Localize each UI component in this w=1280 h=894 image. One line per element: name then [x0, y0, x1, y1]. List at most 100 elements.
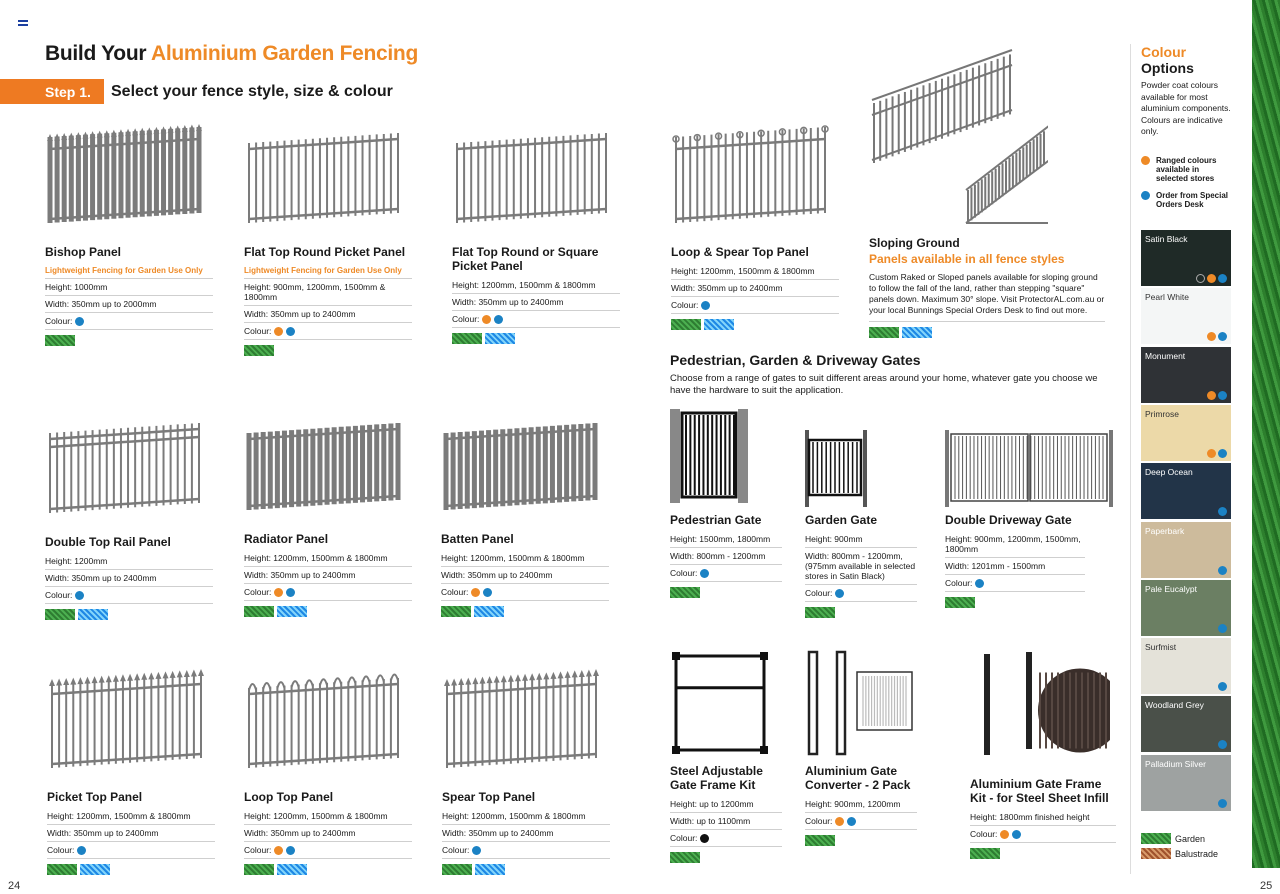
garden-swatch	[441, 606, 471, 618]
orange-dot-icon	[1207, 332, 1216, 342]
panel-width: Width: 350mm up to 2400mm	[671, 280, 839, 297]
blue-dot-icon	[472, 846, 482, 856]
orange-dot-icon	[1207, 390, 1216, 400]
panel-card-spear-top: Spear Top Panel Height: 1200mm, 1500mm &…	[442, 660, 610, 876]
blue-dot-icon	[1218, 332, 1227, 342]
colour-tile: Satin Black	[1141, 230, 1231, 286]
gate-title: Aluminium Gate Converter - 2 Pack	[805, 764, 911, 792]
kit-card-converter: Aluminium Gate Converter - 2 Pack Height…	[805, 650, 917, 847]
garden-swatch	[244, 606, 274, 618]
spec-line: Height: 1500mm, 1800mm	[670, 531, 782, 548]
garden-swatch	[805, 607, 835, 619]
colour-label: Colour:	[671, 300, 699, 310]
blue-dot-icon	[835, 589, 845, 599]
colour-label: Colour:	[805, 588, 833, 598]
garden-swatch	[1141, 833, 1171, 844]
step-text: Select your fence style, size & colour	[111, 83, 393, 100]
orange-dot-icon	[1141, 155, 1150, 165]
orange-dot-icon	[1207, 274, 1216, 283]
spec-line: Height: 900mm, 1200mm	[805, 796, 917, 813]
colour-name: Surfmist	[1145, 642, 1177, 653]
panel-note: Lightweight Fencing for Garden Use Only	[45, 263, 213, 279]
garden-image	[805, 430, 917, 507]
panel-colour: Colour:	[442, 842, 610, 860]
colour-name: Primrose	[1145, 408, 1180, 419]
fence-panel-image	[244, 660, 412, 780]
panel-swatches	[671, 319, 839, 331]
panel-colour: Colour:	[452, 311, 620, 329]
panel-swatches	[441, 606, 609, 618]
panel-title: Spear Top Panel	[442, 790, 536, 804]
panel-colour: Colour:	[441, 584, 609, 602]
colour-label: Colour:	[970, 829, 998, 839]
fence-panel-image	[452, 115, 620, 235]
title-black: Build Your	[45, 42, 151, 65]
colour-label: Colour:	[452, 314, 480, 324]
panel-card-batten: Batten Panel Height: 1200mm, 1500mm & 18…	[441, 405, 609, 618]
step-badge: Step 1.	[0, 79, 104, 104]
legend-balustrade-text: Balustrade	[1175, 848, 1219, 859]
gate-swatches	[805, 835, 917, 847]
gate-colour: Colour:	[805, 585, 917, 603]
colour-tile: Primrose	[1141, 404, 1231, 461]
panel-width: Width: 350mm up to 2400mm	[452, 294, 620, 311]
gates-title: Pedestrian, Garden & Driveway Gates	[670, 352, 921, 368]
pool-swatch	[474, 606, 504, 618]
panel-height: Height: 1200mm, 1500mm & 1800mm	[244, 550, 412, 567]
colour-tile: Pearl White	[1141, 288, 1231, 345]
colour-name: Deep Ocean	[1145, 467, 1193, 478]
legend-garden-text: Garden	[1175, 833, 1206, 844]
panel-card-loop-top: Loop Top Panel Height: 1200mm, 1500mm & …	[244, 660, 412, 876]
panel-height: Height: 1200mm, 1500mm & 1800mm	[47, 808, 215, 825]
panel-card-double-top: Double Top Rail Panel Height: 1200mm Wid…	[45, 405, 213, 621]
panel-title: Picket Top Panel	[47, 790, 143, 804]
page-title: Build Your Aluminium Garden Fencing	[45, 42, 418, 66]
blue-dot-icon	[286, 846, 296, 856]
panel-title: Bishop Panel	[45, 245, 122, 259]
fence-panel-image	[45, 405, 213, 525]
panel-title: Double Top Rail Panel	[45, 535, 171, 549]
flag-icon	[18, 20, 28, 27]
colour-label: Colour:	[442, 845, 470, 855]
panel-height: Height: 900mm, 1200mm, 1500mm & 1800mm	[244, 279, 412, 306]
kit-card-steel-frame: Steel Adjustable Gate Frame Kit Height: …	[670, 650, 782, 864]
panel-note: Lightweight Fencing for Garden Use Only	[244, 263, 412, 279]
garden-swatch	[670, 852, 700, 864]
colour-options-title1: Colour	[1141, 44, 1187, 60]
colour-options-desc: Powder coat colours available for most a…	[1141, 80, 1231, 136]
colour-tile: Monument	[1141, 346, 1231, 403]
fence-panel-image	[441, 405, 609, 522]
panel-colour: Colour:	[244, 842, 412, 860]
panel-card-flat-top-round: Flat Top Round Picket Panel Lightweight …	[244, 115, 412, 357]
colour-tile: Paperbark	[1141, 521, 1231, 578]
panel-card-flat-top-square: Flat Top Round or Square Picket Panel He…	[452, 115, 620, 345]
pool-swatch	[277, 606, 307, 618]
colour-name: Woodland Grey	[1145, 700, 1204, 711]
orange-dot-icon	[471, 588, 481, 598]
legend-ranged-text: Ranged colours available in selected sto…	[1156, 155, 1217, 183]
panel-width: Width: 350mm up to 2000mm	[45, 296, 213, 313]
panel-height: Height: 1200mm, 1500mm & 1800mm	[442, 808, 610, 825]
gate-colour: Colour:	[945, 575, 1085, 593]
orange-dot-icon	[482, 315, 492, 325]
empty-dot-icon	[1196, 274, 1205, 283]
panel-colour: Colour:	[45, 313, 213, 331]
panel-width: Width: 350mm up to 2400mm	[442, 825, 610, 842]
blue-dot-icon	[1012, 830, 1022, 840]
colour-label: Colour:	[244, 587, 272, 597]
panel-title: Loop & Spear Top Panel	[671, 245, 809, 259]
spec-line: Height: 1800mm finished height	[970, 809, 1116, 826]
fence-panel-image	[244, 115, 412, 235]
spec-line: Width: 800mm - 1200mm, (975mm available …	[805, 548, 917, 585]
blue-dot-icon	[1218, 565, 1227, 575]
panel-width: Width: 350mm up to 2400mm	[244, 825, 412, 842]
page-number-right: 25	[1260, 880, 1273, 892]
fence-panel-image	[671, 115, 839, 235]
colour-label: Colour:	[945, 578, 973, 588]
gate-swatches	[945, 597, 1085, 609]
gate-card-driveway: Double Driveway Gate Height: 900mm, 1200…	[945, 430, 1113, 609]
gates-desc: Choose from a range of gates to suit dif…	[670, 373, 1098, 396]
gate-colour: Colour:	[670, 830, 782, 848]
blue-dot-icon	[286, 588, 296, 598]
